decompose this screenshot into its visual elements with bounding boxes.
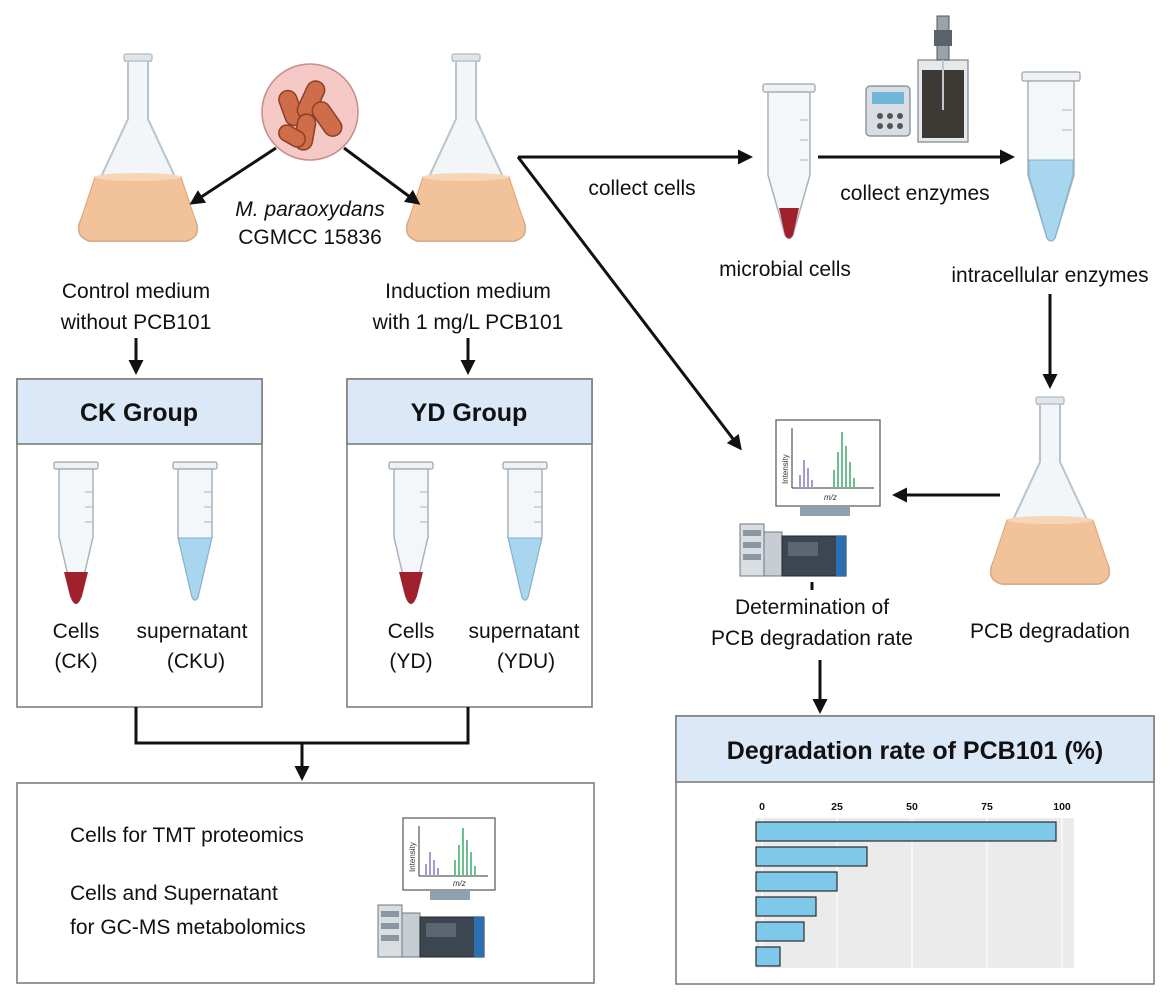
chart-x-tick-label: 25 bbox=[831, 801, 843, 813]
microbial-cells-tube bbox=[762, 83, 816, 240]
control-medium-label: Control medium bbox=[62, 280, 210, 303]
pcb-degradation-label: PCB degradation bbox=[970, 620, 1130, 643]
omics-metabolomics-line2: for GC-MS metabolomics bbox=[70, 916, 306, 939]
organism-species: M. paraoxydans bbox=[235, 198, 385, 221]
chart-grid bbox=[761, 818, 1063, 968]
chart-x-axis: 0 25 50 75 100 bbox=[759, 801, 1071, 813]
determination-label-line2: PCB degradation rate bbox=[711, 627, 913, 650]
chart-bar bbox=[755, 921, 805, 942]
ck-cells-label: Cells bbox=[53, 620, 100, 643]
determination-label-line1: Determination of bbox=[735, 596, 889, 619]
intracellular-enzymes-tube bbox=[1021, 71, 1081, 242]
arrow-to-induction bbox=[343, 146, 421, 205]
chart-bar bbox=[755, 821, 1057, 842]
ck-supernatant-label: supernatant bbox=[137, 620, 248, 643]
degradation-chart-panel: Degradation rate of PCB101 (%) 0 25 50 75 10… bbox=[675, 715, 1155, 985]
omics-proteomics-text: Cells for TMT proteomics bbox=[70, 824, 304, 847]
collect-cells-label: collect cells bbox=[588, 177, 695, 200]
control-medium-detail: without PCB101 bbox=[60, 311, 212, 334]
ck-supernatant-code: (CKU) bbox=[167, 650, 225, 673]
omics-spectrum-ylabel: Intensity bbox=[408, 842, 417, 872]
ck-group-panel: CK Group Cells (CK) supernatant (CKU) bbox=[16, 378, 263, 708]
chart-plot-area bbox=[756, 818, 1074, 968]
group-merge-bracket bbox=[134, 707, 470, 745]
ck-group-title: CK Group bbox=[80, 399, 198, 427]
chart-x-tick-label: 75 bbox=[981, 801, 993, 813]
determination-spectrum-xlabel: m/z bbox=[824, 493, 837, 502]
ck-cells-code: (CK) bbox=[54, 650, 97, 673]
yd-supernatant-code: (YDU) bbox=[497, 650, 555, 673]
yd-group-panel: YD Group Cells (YD) supernatant (YDU) bbox=[346, 378, 593, 708]
bacteria-icon bbox=[261, 63, 359, 161]
omics-panel: Cells for TMT proteomics Cells and Super… bbox=[16, 782, 595, 984]
determination-spectrum-ylabel: Intensity bbox=[781, 454, 790, 484]
chart-title: Degradation rate of PCB101 (%) bbox=[727, 737, 1103, 765]
organism-strain: CGMCC 15836 bbox=[238, 226, 382, 249]
pcb-degradation-flask bbox=[989, 396, 1111, 585]
yd-supernatant-label: supernatant bbox=[469, 620, 580, 643]
determination-spectrum-icon: Intensity m/z bbox=[775, 419, 881, 516]
control-flask bbox=[77, 53, 199, 242]
intracellular-enzymes-label: intracellular enzymes bbox=[951, 264, 1148, 287]
chart-x-tick-label: 50 bbox=[906, 801, 918, 813]
yd-cells-code: (YD) bbox=[389, 650, 432, 673]
arrow-to-determination bbox=[516, 156, 742, 451]
determination-gcms-instrument-icon bbox=[739, 523, 847, 577]
chart-x-tick-label: 100 bbox=[1053, 801, 1071, 813]
omics-spectrum-icon: Intensity m/z bbox=[402, 817, 496, 900]
chart-bar bbox=[755, 871, 838, 892]
omics-spectrum-xlabel: m/z bbox=[453, 879, 466, 888]
chart-x-tick-label: 0 bbox=[759, 801, 765, 813]
yd-group-title: YD Group bbox=[411, 399, 528, 427]
sonicator-icon bbox=[865, 15, 969, 143]
yd-cells-label: Cells bbox=[388, 620, 435, 643]
chart-bar bbox=[755, 846, 868, 867]
chart-bar bbox=[755, 896, 817, 917]
induction-medium-label: Induction medium bbox=[385, 280, 551, 303]
induction-medium-detail: with 1 mg/L PCB101 bbox=[372, 311, 564, 334]
induction-flask bbox=[405, 53, 527, 242]
chart-bars bbox=[755, 821, 1057, 967]
arrow-to-control bbox=[189, 146, 277, 205]
collect-enzymes-label: collect enzymes bbox=[840, 182, 989, 205]
chart-bar bbox=[755, 946, 781, 967]
omics-metabolomics-line1: Cells and Supernatant bbox=[70, 882, 278, 905]
microbial-cells-label: microbial cells bbox=[719, 258, 851, 281]
